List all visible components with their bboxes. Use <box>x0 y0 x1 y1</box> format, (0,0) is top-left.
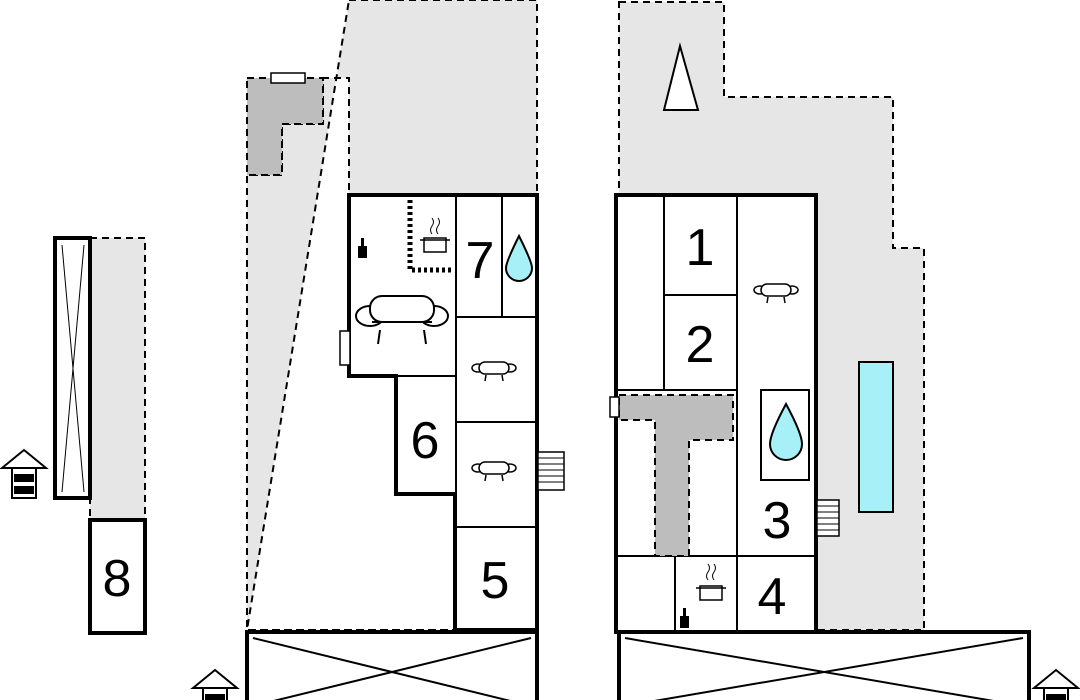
garage-right <box>617 630 1031 700</box>
fireplace-icon <box>358 238 367 258</box>
window-top-left <box>270 72 306 84</box>
water-drop-icon <box>504 233 534 282</box>
water-drop-icon <box>768 401 804 461</box>
north-arrow-icon <box>662 42 700 111</box>
room-7: 7 <box>466 232 495 290</box>
armchair-icon <box>471 361 517 382</box>
building-far-left <box>53 236 147 635</box>
cooking-pot-icon <box>420 217 450 253</box>
room-8: 8 <box>103 550 132 608</box>
stairs-icon <box>537 451 565 491</box>
room-1: 1 <box>686 219 715 277</box>
room-3: 3 <box>763 492 792 550</box>
room-labels: 1 2 3 4 5 6 7 8 <box>103 219 792 626</box>
building-icon <box>190 668 240 700</box>
window-right <box>609 396 620 418</box>
room-6: 6 <box>411 412 440 470</box>
hallway-right <box>618 394 734 557</box>
room-5: 5 <box>481 552 510 610</box>
fireplace-icon <box>680 608 689 628</box>
hallway-left <box>246 77 324 176</box>
kitchen-counter <box>407 200 452 273</box>
cooking-pot-icon <box>696 563 726 601</box>
building-icon <box>1031 668 1080 700</box>
building-icon <box>0 448 49 499</box>
outdoor-area-far-left <box>89 237 146 521</box>
garage-left <box>245 630 539 700</box>
pool <box>858 361 894 513</box>
room-8-outline <box>88 518 147 635</box>
sofa-icon <box>355 295 449 345</box>
room-4: 4 <box>758 568 787 626</box>
window-left <box>339 330 351 366</box>
armchair-icon <box>753 283 799 304</box>
room-2: 2 <box>686 316 715 374</box>
stairs-icon <box>816 499 840 537</box>
armchair-icon <box>471 461 517 482</box>
